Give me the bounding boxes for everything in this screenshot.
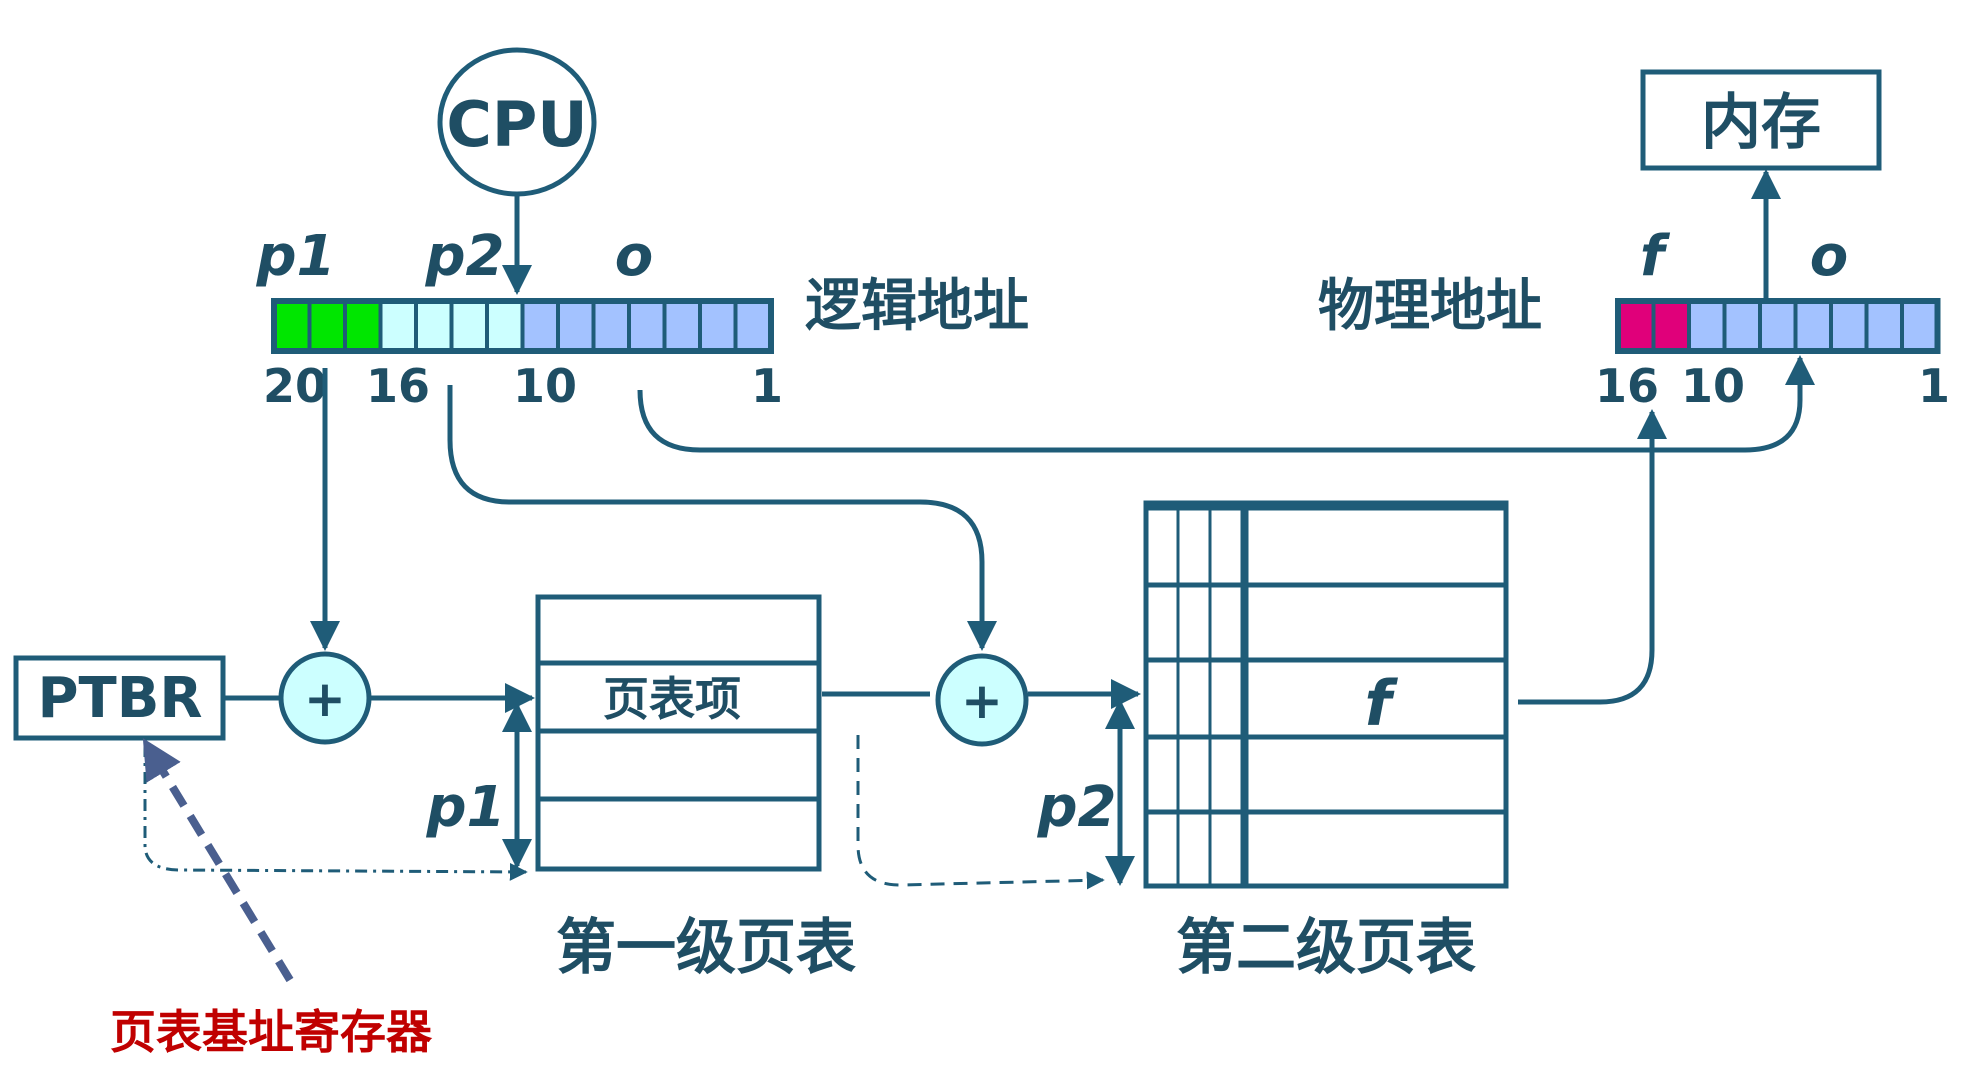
level2-page-table: f [1143, 500, 1509, 889]
physical-field-o-label: o [1810, 224, 1848, 289]
level2-table-title: 第二级页表 [1176, 913, 1476, 983]
ptbr-caption: 页表基址寄存器 [110, 1005, 433, 1059]
frame-f-path [1518, 409, 1667, 705]
adder-2-symbol: + [961, 672, 1003, 730]
logical-bit-cell [662, 299, 702, 353]
adder-2: + [935, 653, 1029, 747]
level1-offset-label: p1 [425, 775, 505, 840]
field-o-label: o [615, 224, 653, 289]
physical-bit-cell [1722, 299, 1762, 353]
logical-bit-cell [485, 299, 525, 353]
table1-to-table2-dashed-line [856, 735, 1105, 890]
physical-bit-cell [1758, 299, 1798, 353]
physical-bit-16: 16 [1595, 359, 1659, 413]
level1-table-title: 第一级页表 [556, 913, 856, 983]
logical-bit-cell [414, 299, 454, 353]
logical-bit-cell [627, 299, 667, 353]
field-p1-label: p1 [255, 224, 335, 289]
physical-bit-10: 10 [1681, 359, 1745, 413]
physical-bit-cell [1829, 299, 1869, 353]
logical-bit-cell [378, 299, 418, 353]
offset-o-path [637, 355, 1815, 453]
logical-bit-cell [733, 299, 773, 353]
logical-bit-cell [556, 299, 596, 353]
physical-bit-cell [1616, 299, 1656, 353]
field-p2-label: p2 [424, 224, 504, 289]
logical-bit-16: 16 [366, 359, 430, 413]
field-f-label: f [1640, 224, 1671, 289]
adder-1: + [278, 651, 372, 745]
cpu-node: CPU [437, 47, 597, 197]
logical-address: p1 p2 o 逻辑地址 20 16 10 1 [255, 224, 1029, 413]
logical-address-title: 逻辑地址 [805, 274, 1029, 339]
physical-register-frame [1615, 298, 1941, 354]
logical-bit-20: 20 [263, 359, 327, 413]
physical-address: 物理地址 f o 16 10 1 [1318, 224, 1950, 413]
logical-bit-cell [449, 299, 489, 353]
physical-bit-cell [1651, 299, 1691, 353]
physical-address-title: 物理地址 [1318, 274, 1542, 339]
logical-register-frame [271, 298, 774, 354]
adder-1-symbol: + [304, 670, 346, 728]
logical-bit-cell [343, 299, 383, 353]
level1-entry-label: 页表项 [603, 672, 741, 726]
logical-address-bits [271, 298, 774, 354]
logical-bit-cell [591, 299, 631, 353]
memory-node: 内存 [1640, 69, 1882, 171]
ptbr-register: PTBR [13, 655, 226, 741]
ptbr-caption-arrow [142, 738, 294, 983]
logical-bit-1: 1 [751, 359, 783, 413]
physical-bit-cell [1864, 299, 1904, 353]
logical-bit-10: 10 [513, 359, 577, 413]
physical-bit-cell [1793, 299, 1833, 353]
logical-bit-cell [520, 299, 560, 353]
level1-page-table: 页表项 [535, 594, 822, 872]
memory-label: 内存 [1701, 88, 1821, 158]
cpu-label: CPU [446, 88, 587, 161]
ptbr-label: PTBR [37, 666, 202, 731]
logical-bit-cell [698, 299, 738, 353]
logical-bit-cell [272, 299, 312, 353]
level2-offset-label: p2 [1036, 775, 1116, 840]
physical-bit-cell [1900, 299, 1940, 353]
logical-bit-cell [307, 299, 347, 353]
p2-to-adder-arrow [447, 385, 997, 651]
ptbr-base-dashed-line [143, 745, 528, 881]
physical-address-bits [1615, 298, 1941, 354]
physical-bit-1: 1 [1918, 359, 1950, 413]
physical-bit-cell [1687, 299, 1727, 353]
